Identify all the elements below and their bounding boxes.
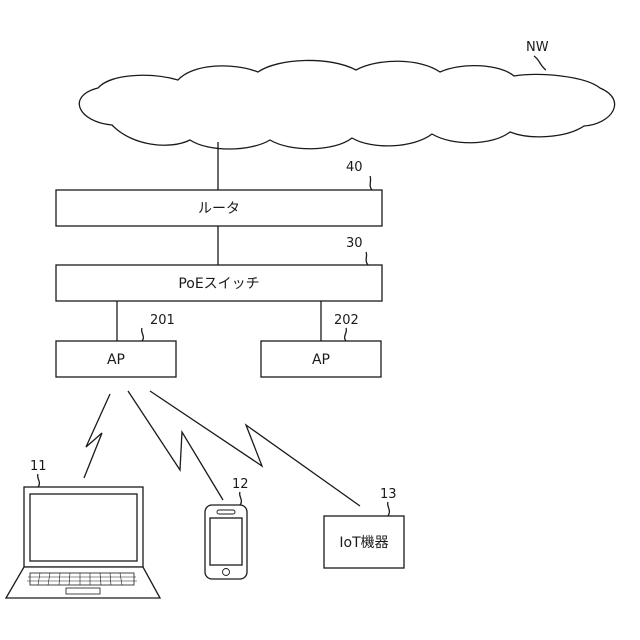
- ap2-label: AP: [312, 352, 330, 368]
- laptop-ref-leader: [38, 474, 40, 487]
- ap1-ref-leader: [142, 328, 144, 341]
- router-ref-label: 40: [346, 160, 363, 175]
- poe-switch-ref-label: 30: [346, 236, 363, 251]
- network-ref-label: NW: [526, 40, 549, 55]
- phone-ref-label: 12: [232, 477, 249, 492]
- laptop-icon: [6, 487, 160, 598]
- ap2-ref-label: 202: [334, 313, 359, 328]
- phone-ref-leader: [240, 492, 242, 505]
- poe-switch-ref-leader: [366, 252, 368, 265]
- ap1-ref-label: 201: [150, 313, 175, 328]
- router-label: ルータ: [198, 201, 240, 217]
- network-cloud: [79, 60, 614, 149]
- iot-label: IoT機器: [339, 535, 388, 551]
- ap1-label: AP: [107, 352, 125, 368]
- smartphone-icon: [205, 505, 247, 579]
- ap2-ref-leader: [345, 328, 347, 341]
- wireless-link-laptop: [84, 394, 110, 478]
- iot-ref-leader: [388, 502, 390, 516]
- network-ref-leader: [534, 56, 546, 70]
- iot-ref-label: 13: [380, 487, 397, 502]
- poe-switch-label: PoEスイッチ: [178, 276, 259, 292]
- laptop-ref-label: 11: [30, 459, 47, 474]
- router-ref-leader: [370, 176, 372, 190]
